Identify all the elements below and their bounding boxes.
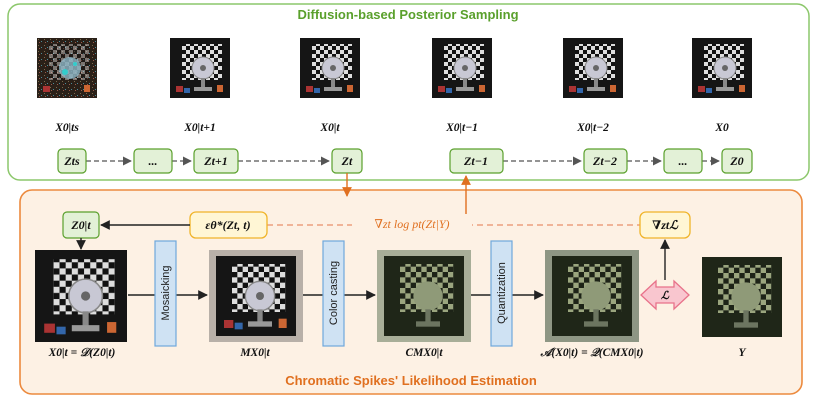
z0t-label: Z0|t [70, 218, 91, 232]
node-z-t-plus-1: Zt+1 [203, 154, 228, 168]
node-ellipsis-1-box [133, 148, 173, 174]
caption-x0-t: X0|t [319, 122, 340, 134]
panel-connectors [342, 173, 471, 205]
node-z-0-box [721, 148, 753, 174]
operation-bars: Mosaicking Color casting Quantization [154, 240, 513, 347]
op-label-mosaicking: Mosaicking [160, 265, 172, 320]
loss-symbol: ℒ [661, 290, 670, 302]
top-image-captions: X0|ts X0|t+1 X0|t X0|t−1 X0|t−2 X0 [54, 122, 729, 134]
pipeline-image-y [702, 257, 782, 337]
pipeline-captions: X0|t = 𝒟(Z0|t) MX0|t CMX0|t 𝒜(X0|t) = 𝒬(… [48, 347, 747, 359]
node-z-0: Z0 [729, 154, 743, 168]
node-z-t-minus-1-box [449, 148, 504, 174]
sample-image-x0-t-minus-1 [432, 37, 492, 99]
caption-mx: MX0|t [239, 347, 270, 359]
guidance-formula: ∇zt log pt(Zt|Y) [374, 217, 449, 231]
sample-image-x0 [692, 37, 752, 99]
bottom-panel-title: Chromatic Spikes' Likelihood Estimation [285, 373, 537, 388]
node-z-t: Zt [341, 154, 353, 168]
pipeline-image-cmx [384, 256, 464, 336]
node-z-t-minus-1: Zt−1 [463, 154, 488, 168]
node-ellipsis-1: ... [149, 154, 158, 168]
caption-x0-t-minus-1: X0|t−1 [445, 122, 478, 134]
pipeline-image-x0t [34, 250, 128, 342]
sample-image-x0-t [300, 37, 360, 99]
node-ellipsis-2: ... [679, 154, 688, 168]
caption-decode: X0|t = 𝒟(Z0|t) [48, 347, 116, 359]
pipeline-image-ax [552, 256, 632, 336]
node-z-t-minus-2: Zt−2 [592, 154, 617, 168]
node-ellipsis-2-box [663, 148, 703, 174]
op-bar-color-casting [322, 240, 345, 347]
caption-y: Y [738, 347, 746, 359]
caption-x0-ts: X0|ts [54, 122, 79, 134]
op-bar-quantization [490, 240, 513, 347]
top-panel-title: Diffusion-based Posterior Sampling [297, 7, 518, 22]
node-z-ts: Zts [63, 154, 80, 168]
sample-image-x0-t-minus-2 [563, 37, 623, 99]
pipeline-images [34, 250, 782, 342]
sample-image-x0-t-plus-1 [170, 37, 230, 99]
caption-cmx: CMX0|t [405, 347, 443, 359]
grad-label: ∇ztℒ [652, 218, 679, 232]
sample-image-x0-ts [37, 38, 97, 98]
caption-x0-t-minus-2: X0|t−2 [576, 122, 609, 134]
op-bar-mosaicking [154, 240, 177, 347]
node-z-ts-box [57, 148, 87, 174]
op-label-quantization: Quantization [496, 262, 508, 324]
op-label-color-casting: Color casting [328, 261, 340, 325]
caption-x0: X0 [714, 122, 729, 134]
pipeline-image-mx [216, 256, 296, 336]
grad-box [639, 211, 691, 239]
guidance-formula-bg [352, 214, 472, 232]
caption-x0-t-plus-1: X0|t+1 [183, 122, 215, 134]
epsilon-label: εθ*(Zt, t) [205, 218, 250, 232]
node-z-t-plus-1-box [193, 148, 239, 174]
node-z-t-minus-2-box [583, 148, 628, 174]
chain-nodes: Zts ... Zt+1 Zt Zt−1 Zt−2 ... Z0 [57, 148, 753, 174]
loss-double-arrow [640, 279, 690, 311]
caption-forward-model: 𝒜(X0|t) = 𝒬(CMX0|t) [540, 347, 644, 359]
